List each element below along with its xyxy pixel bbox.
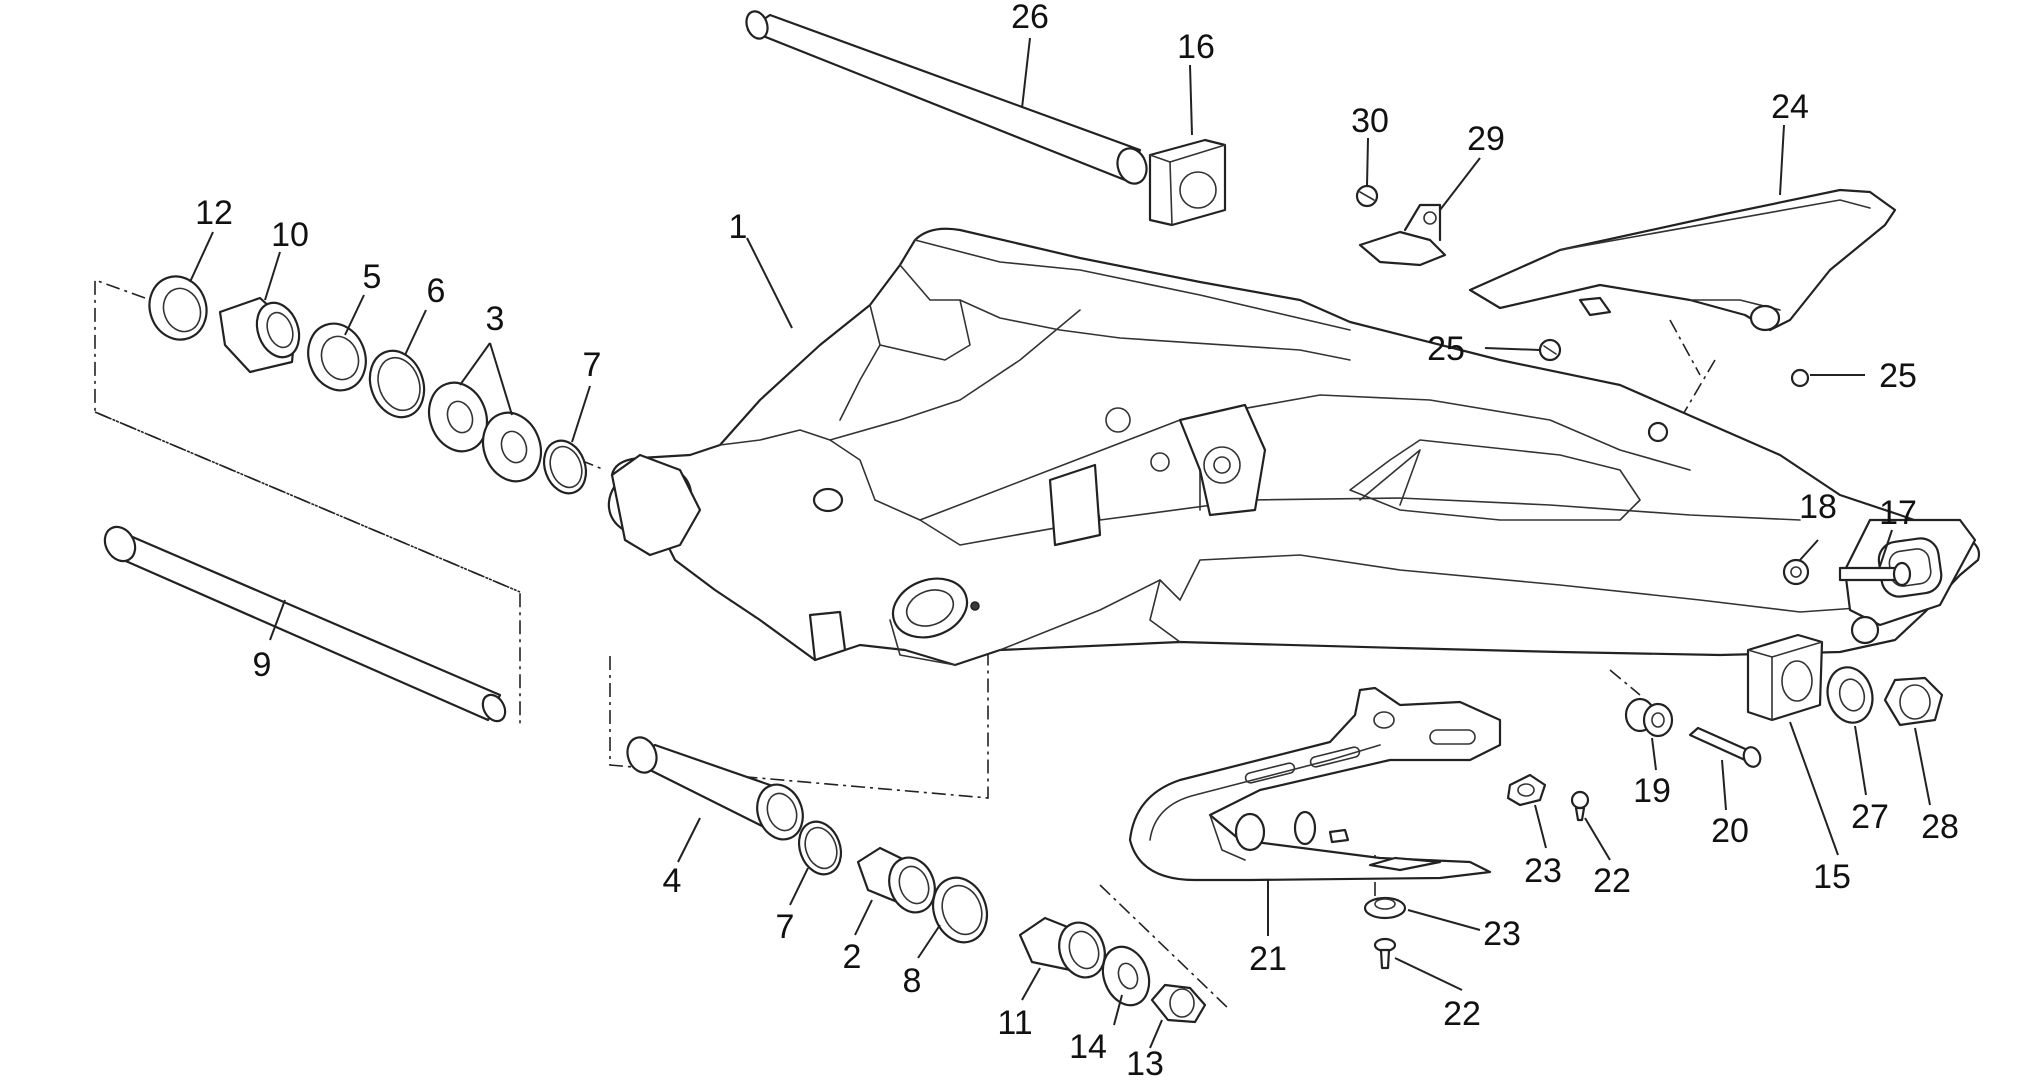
nut-12 — [148, 275, 208, 341]
screw-25-right — [1790, 368, 1810, 388]
callout-10: 10 — [271, 216, 309, 254]
callout-29: 29 — [1467, 120, 1505, 158]
nut-13 — [1150, 983, 1207, 1024]
callout-25-right: 25 — [1879, 357, 1917, 395]
callout-1: 1 — [729, 208, 748, 246]
bushing-11 — [1018, 916, 1106, 979]
cap-23-lower — [1363, 896, 1407, 920]
ring-8 — [931, 876, 989, 944]
screw-30 — [1355, 184, 1379, 208]
callout-14: 14 — [1069, 1028, 1107, 1066]
callout-18: 18 — [1799, 488, 1837, 526]
callout-4: 4 — [663, 862, 682, 900]
bolt-17 — [1838, 561, 1912, 587]
bearing-3-a — [427, 381, 489, 453]
callout-26: 26 — [1011, 0, 1049, 36]
ring-6 — [368, 349, 426, 419]
leader-lines — [189, 37, 1931, 1049]
pivot-shaft — [103, 525, 507, 723]
bolt-20 — [1688, 726, 1762, 768]
block-16 — [1148, 138, 1227, 227]
callout-22-lower: 22 — [1443, 995, 1481, 1033]
callout-12: 12 — [195, 194, 233, 232]
screw-25-left — [1538, 338, 1562, 362]
callout-5: 5 — [363, 258, 382, 296]
bearing-5 — [307, 322, 367, 392]
callout-7-upper: 7 — [583, 346, 602, 384]
bushing-10 — [218, 296, 301, 374]
bearing-3-b — [481, 411, 543, 483]
callout-24: 24 — [1771, 88, 1809, 126]
callout-30: 30 — [1351, 102, 1389, 140]
cap-23-upper — [1506, 773, 1547, 807]
callout-27: 27 — [1851, 798, 1889, 836]
callout-8: 8 — [903, 962, 922, 1000]
ring-7-upper — [542, 439, 588, 495]
chain-guard-24 — [1468, 188, 1897, 332]
callout-11: 11 — [997, 1004, 1032, 1042]
ring-7-lower — [797, 820, 843, 876]
callout-23-upper: 23 — [1524, 852, 1562, 890]
spacer-4 — [626, 736, 804, 841]
chain-slider-21 — [1128, 686, 1502, 882]
callout-22-upper: 22 — [1593, 862, 1631, 900]
callout-3: 3 — [486, 300, 505, 338]
screw-22-upper — [1570, 790, 1590, 822]
callout-19: 19 — [1633, 772, 1671, 810]
callout-9: 9 — [253, 646, 272, 684]
washer-14 — [1101, 945, 1151, 1007]
callout-13: 13 — [1126, 1045, 1164, 1081]
callout-20: 20 — [1711, 812, 1749, 850]
bushing-19 — [1624, 697, 1674, 738]
callout-25-left: 25 — [1427, 330, 1465, 368]
callout-23-lower: 23 — [1483, 915, 1521, 953]
bracket-29 — [1358, 203, 1447, 267]
bushing-2 — [856, 846, 936, 914]
callout-labels: 1 2 3 4 5 6 7 7 8 9 10 11 12 13 14 15 16… — [195, 0, 1959, 1081]
callout-2: 2 — [843, 938, 862, 976]
screw-22-lower — [1373, 937, 1397, 970]
nut-28 — [1883, 676, 1944, 727]
callout-17: 17 — [1879, 494, 1917, 532]
callout-6: 6 — [427, 272, 446, 310]
adjuster-block-15 — [1746, 633, 1824, 722]
callout-15: 15 — [1813, 858, 1851, 896]
callout-7-lower: 7 — [776, 908, 795, 946]
nut-18 — [1782, 558, 1810, 586]
callout-16: 16 — [1177, 28, 1215, 66]
upper-pin — [745, 10, 1148, 185]
washer-27 — [1826, 666, 1874, 724]
callout-28: 28 — [1921, 808, 1959, 846]
callout-21: 21 — [1249, 940, 1287, 978]
